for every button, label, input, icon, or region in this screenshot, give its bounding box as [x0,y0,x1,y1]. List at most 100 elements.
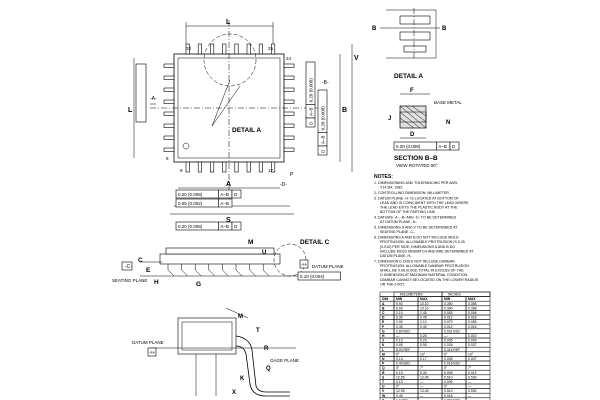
table-cell: — [468,380,472,384]
svg-text:-H-: -H- [301,262,308,267]
table-cell: 0.530 [468,375,477,379]
table-cell: S [382,375,385,379]
table-cell: G [382,329,385,333]
svg-text:NOTES:: NOTES: [374,174,393,180]
svg-text:GAGE PLANE: GAGE PLANE [270,358,299,363]
pin-left [163,135,175,140]
side-lead [222,264,229,277]
table-group-header: INCHES [448,293,462,297]
svg-text:J: J [388,116,391,122]
table-cell: 0.012 [444,316,453,320]
table-cell: 0.40 BSC [396,362,411,366]
table-cell: P [382,362,385,366]
table-cell: 0.005 [444,357,453,361]
svg-text:K: K [240,376,245,382]
fc-cell: D [452,144,456,149]
table-cell: 0.007 [468,357,477,361]
table-cell: — [420,394,424,398]
bottom-fc-2: 0.05 (0.002)A–B [175,198,233,208]
note-line: 6. DIMENSIONS A AND B DO NOT INCLUDE MOL… [374,236,459,240]
svg-text:SEATING PLANE: SEATING PLANE [112,278,147,283]
table-cell: 0.17 [420,357,427,361]
table-group-header: MILLIMETERS [400,293,423,297]
note-line: THE LEAD EXITS THE PLASTIC BODY AT THE [380,206,458,210]
svg-text:D: D [410,132,415,138]
note-line: OR THE FOOT. [380,282,405,286]
svg-text:Q: Q [266,366,271,372]
table-cell: 0.23 [420,339,427,343]
table-header-cell: DIM [382,297,388,301]
note-line: PROTRUSION. ALLOWABLE DAMBAR PROTRUSION [380,264,469,268]
table-cell: T [382,380,385,384]
table-cell: 0.031 BSC [444,329,461,333]
table-cell: 1.6 REF [396,398,408,400]
table-cell: 12.95 [396,375,405,379]
table-cell: W [382,394,386,398]
table-cell: 0.018 [468,316,477,320]
table-cell: 0.13 [396,371,403,375]
pin-top [246,43,251,55]
table-cell: B [382,306,385,310]
pin-top [234,43,239,55]
side-lead [235,264,243,277]
pin1-marker [182,142,190,150]
pin-bottom [197,161,202,173]
side-lead [262,264,270,277]
note-line: LEAD AND IS COINCIDENT WITH THE LEAD WHE… [380,201,469,205]
table-cell: U [382,385,385,389]
fc-cell: D [320,149,325,153]
svg-text:-A-: -A- [150,96,157,102]
right-fc-1: 0.20 (0.008)A–BD [305,61,316,128]
table-cell: 0.398 [468,306,477,310]
table-cell: M [382,352,385,356]
table-cell: 0.037 [468,343,477,347]
pin-right [283,75,295,80]
table-cell: 0.009 [468,339,477,343]
table-cell: 5° [396,352,400,356]
table-cell: 2.10 [396,311,403,315]
side-fc: 0.10 (0.004) [297,271,341,281]
table-cell: 0.390 [444,302,453,306]
table-cell: 9.90 [396,306,403,310]
table-cell: 0.010 [468,334,477,338]
svg-text:-C-: -C- [125,264,132,270]
svg-text:N: N [446,120,450,126]
svg-text:M: M [248,239,253,246]
table-cell: D [382,316,385,320]
note-line: SHALL BE 0.08 (0.003) TOTAL IN EXCESS OF… [380,269,464,273]
svg-text:-B-: -B- [322,80,329,86]
svg-text:9: 9 [180,168,183,173]
svg-text:B: B [372,26,377,32]
table-cell: 0.95 [420,343,427,347]
table-cell: 2.00 [396,320,403,324]
table-cell: 0.016 [444,394,453,398]
table-cell: 0.315 REF [444,348,460,352]
table-cell: V [382,389,385,393]
pin-top [197,43,202,55]
table-cell: 0.063 REF [444,398,460,400]
svg-text:24: 24 [286,56,292,61]
svg-text:R: R [264,346,269,352]
fc-cell: A–B [438,144,447,149]
svg-text:BASE METAL: BASE METAL [434,100,462,105]
note-line: SEATING PLANE -C-. [380,230,415,234]
svg-text:C: C [138,257,143,264]
svg-text:DATUM PLANE: DATUM PLANE [312,264,344,269]
side-view: C E H -C- SEATING PLANE G M U DETAIL C -… [112,239,344,288]
table-cell: — [444,334,448,338]
note-line: BOTTOM OF THE PARTING LINE. [380,210,436,214]
left-fc [135,63,147,123]
svg-text:U: U [262,250,266,256]
pin-top [185,43,190,55]
svg-text:S: S [226,217,231,224]
fc-cell: 0.20 (0.008) [178,224,203,229]
note-line: AT DATUM PLANE -H-. [380,220,418,224]
svg-text:B: B [442,26,447,32]
fc-cell: A–B [220,201,229,206]
left-pins [163,63,175,152]
fc-cell: 0.20 (0.008) [308,78,313,103]
detail-a-callout: DETAIL A [232,127,261,134]
